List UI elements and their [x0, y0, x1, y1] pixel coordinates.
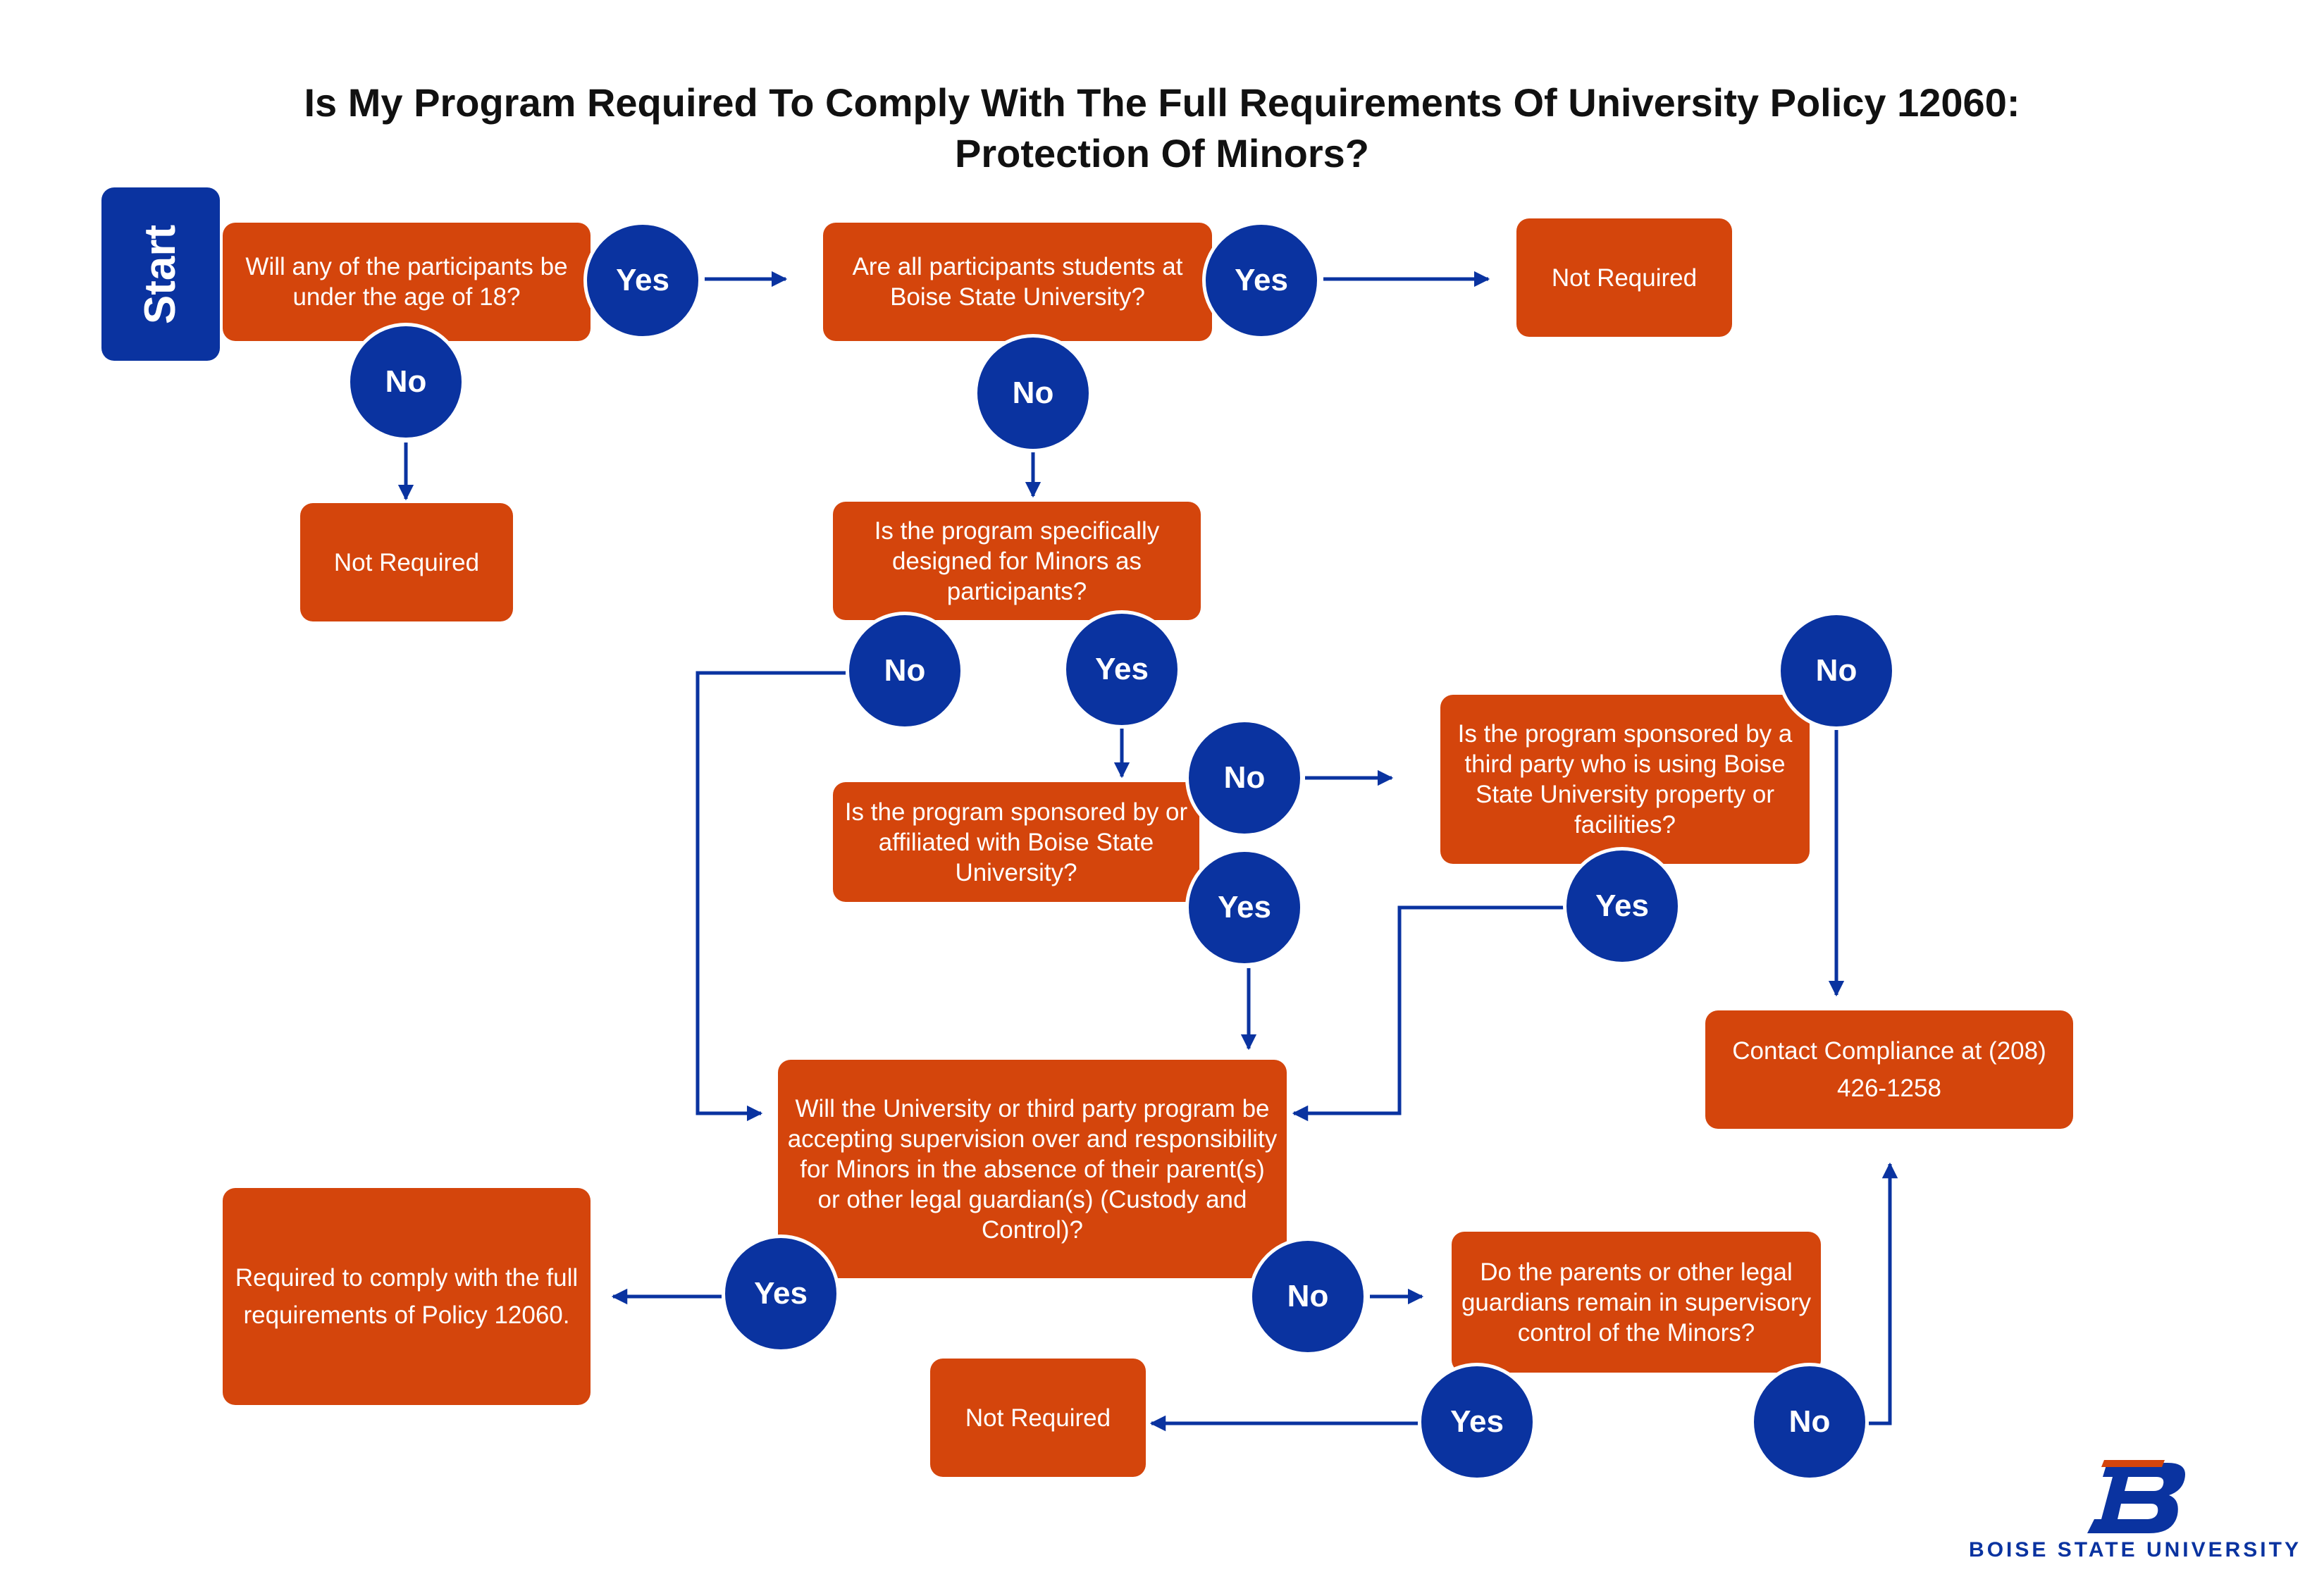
arrow-q7-no-to-contact	[1869, 1162, 1898, 1425]
question-under-18: Will any of the participants be under th…	[223, 223, 591, 341]
q6-yes-circle: Yes	[722, 1235, 840, 1353]
question-all-students: Are all participants students at Boise S…	[823, 223, 1212, 341]
arrow-q5-yes-to-q6	[1292, 905, 1569, 1122]
arrow-q3-no-to-q6	[696, 671, 846, 1122]
start-block: Start	[101, 187, 220, 361]
q7-no-circle: No	[1750, 1363, 1869, 1481]
question-third-party-sponsor: Is the program sponsored by a third part…	[1440, 695, 1810, 864]
page-title-line-2: Protection Of Minors?	[955, 131, 1369, 175]
q7-yes-circle: Yes	[1418, 1363, 1536, 1481]
question-sponsored-by-boise-state: Is the program sponsored by or affiliate…	[833, 782, 1199, 902]
page-title-line-1: Is My Program Required To Comply With Th…	[304, 80, 2020, 125]
question-designed-for-minors: Is the program specifically designed for…	[833, 502, 1201, 620]
start-label: Start	[136, 224, 185, 324]
q5-no-circle: No	[1777, 612, 1896, 730]
q4-no-circle: No	[1185, 719, 1304, 837]
not-required-box-3: Not Required	[930, 1359, 1146, 1477]
q1-no-circle: No	[347, 323, 465, 441]
contact-compliance-box: Contact Compliance at (208) 426-1258	[1705, 1010, 2073, 1129]
q2-no-circle: No	[974, 334, 1092, 452]
q4-yes-circle: Yes	[1185, 848, 1304, 967]
q5-yes-circle: Yes	[1563, 847, 1681, 965]
not-required-box-2: Not Required	[300, 503, 513, 621]
q2-yes-circle: Yes	[1202, 221, 1321, 340]
logo-wordmark: BOISE STATE UNIVERSITY	[1969, 1538, 2301, 1561]
q6-no-circle: No	[1249, 1237, 1367, 1356]
boise-state-b-logo-icon	[2087, 1460, 2185, 1533]
not-required-box-1: Not Required	[1516, 218, 1732, 337]
question-custody-and-control: Will the University or third party progr…	[778, 1060, 1287, 1278]
q3-no-circle: No	[846, 612, 964, 730]
required-to-comply-box: Required to comply with the full require…	[223, 1188, 591, 1405]
question-parents-supervisory-control: Do the parents or other legal guardians …	[1452, 1232, 1821, 1373]
q3-yes-circle: Yes	[1063, 610, 1181, 729]
q1-yes-circle: Yes	[583, 221, 702, 340]
